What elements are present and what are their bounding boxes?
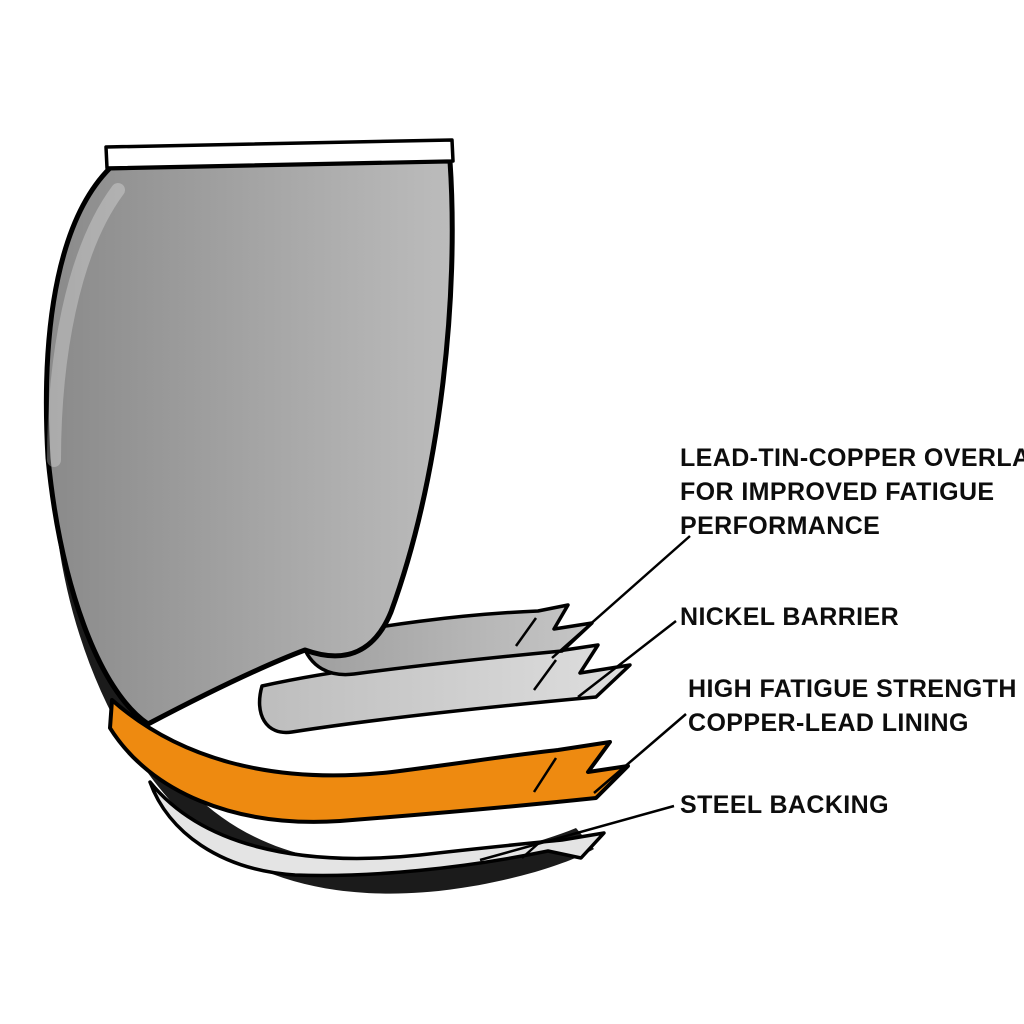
overlay-layer <box>300 603 594 677</box>
leader-line-overlay <box>551 535 691 659</box>
label-line: FOR IMPROVED FATIGUE <box>680 478 995 506</box>
label-line: STEEL BACKING <box>680 791 889 819</box>
steel-underside-wrap <box>58 540 594 894</box>
label-line: LEAD-TIN-COPPER OVERLAY <box>680 444 1024 472</box>
leader-line-copper-lead <box>593 713 687 794</box>
leader-line-nickel <box>577 620 677 698</box>
label-line: COPPER-LEAD LINING <box>688 709 969 737</box>
label-steel-backing: STEEL BACKING <box>680 788 889 822</box>
overlay-crease-mark <box>514 617 538 647</box>
label-lead-tin-copper-overlay: LEAD-TIN-COPPER OVERLAY FOR IMPROVED FAT… <box>680 441 1024 543</box>
nickel-crease-mark <box>532 659 558 691</box>
shell-top-rim <box>104 138 455 170</box>
label-nickel-barrier: NICKEL BARRIER <box>680 600 899 634</box>
label-line: PERFORMANCE <box>680 512 881 540</box>
label-copper-lead-lining: HIGH FATIGUE STRENGTH COPPER-LEAD LINING <box>688 672 1017 740</box>
bearing-shell-body <box>43 158 455 727</box>
copper-lead-layer <box>108 698 630 824</box>
leader-line-steel <box>479 804 675 862</box>
label-line: HIGH FATIGUE STRENGTH <box>688 675 1017 703</box>
copper-lead-crease-mark <box>532 757 558 793</box>
shell-highlight <box>47 183 125 467</box>
steel-backing-layer <box>148 780 606 878</box>
label-line: NICKEL BARRIER <box>680 603 900 631</box>
